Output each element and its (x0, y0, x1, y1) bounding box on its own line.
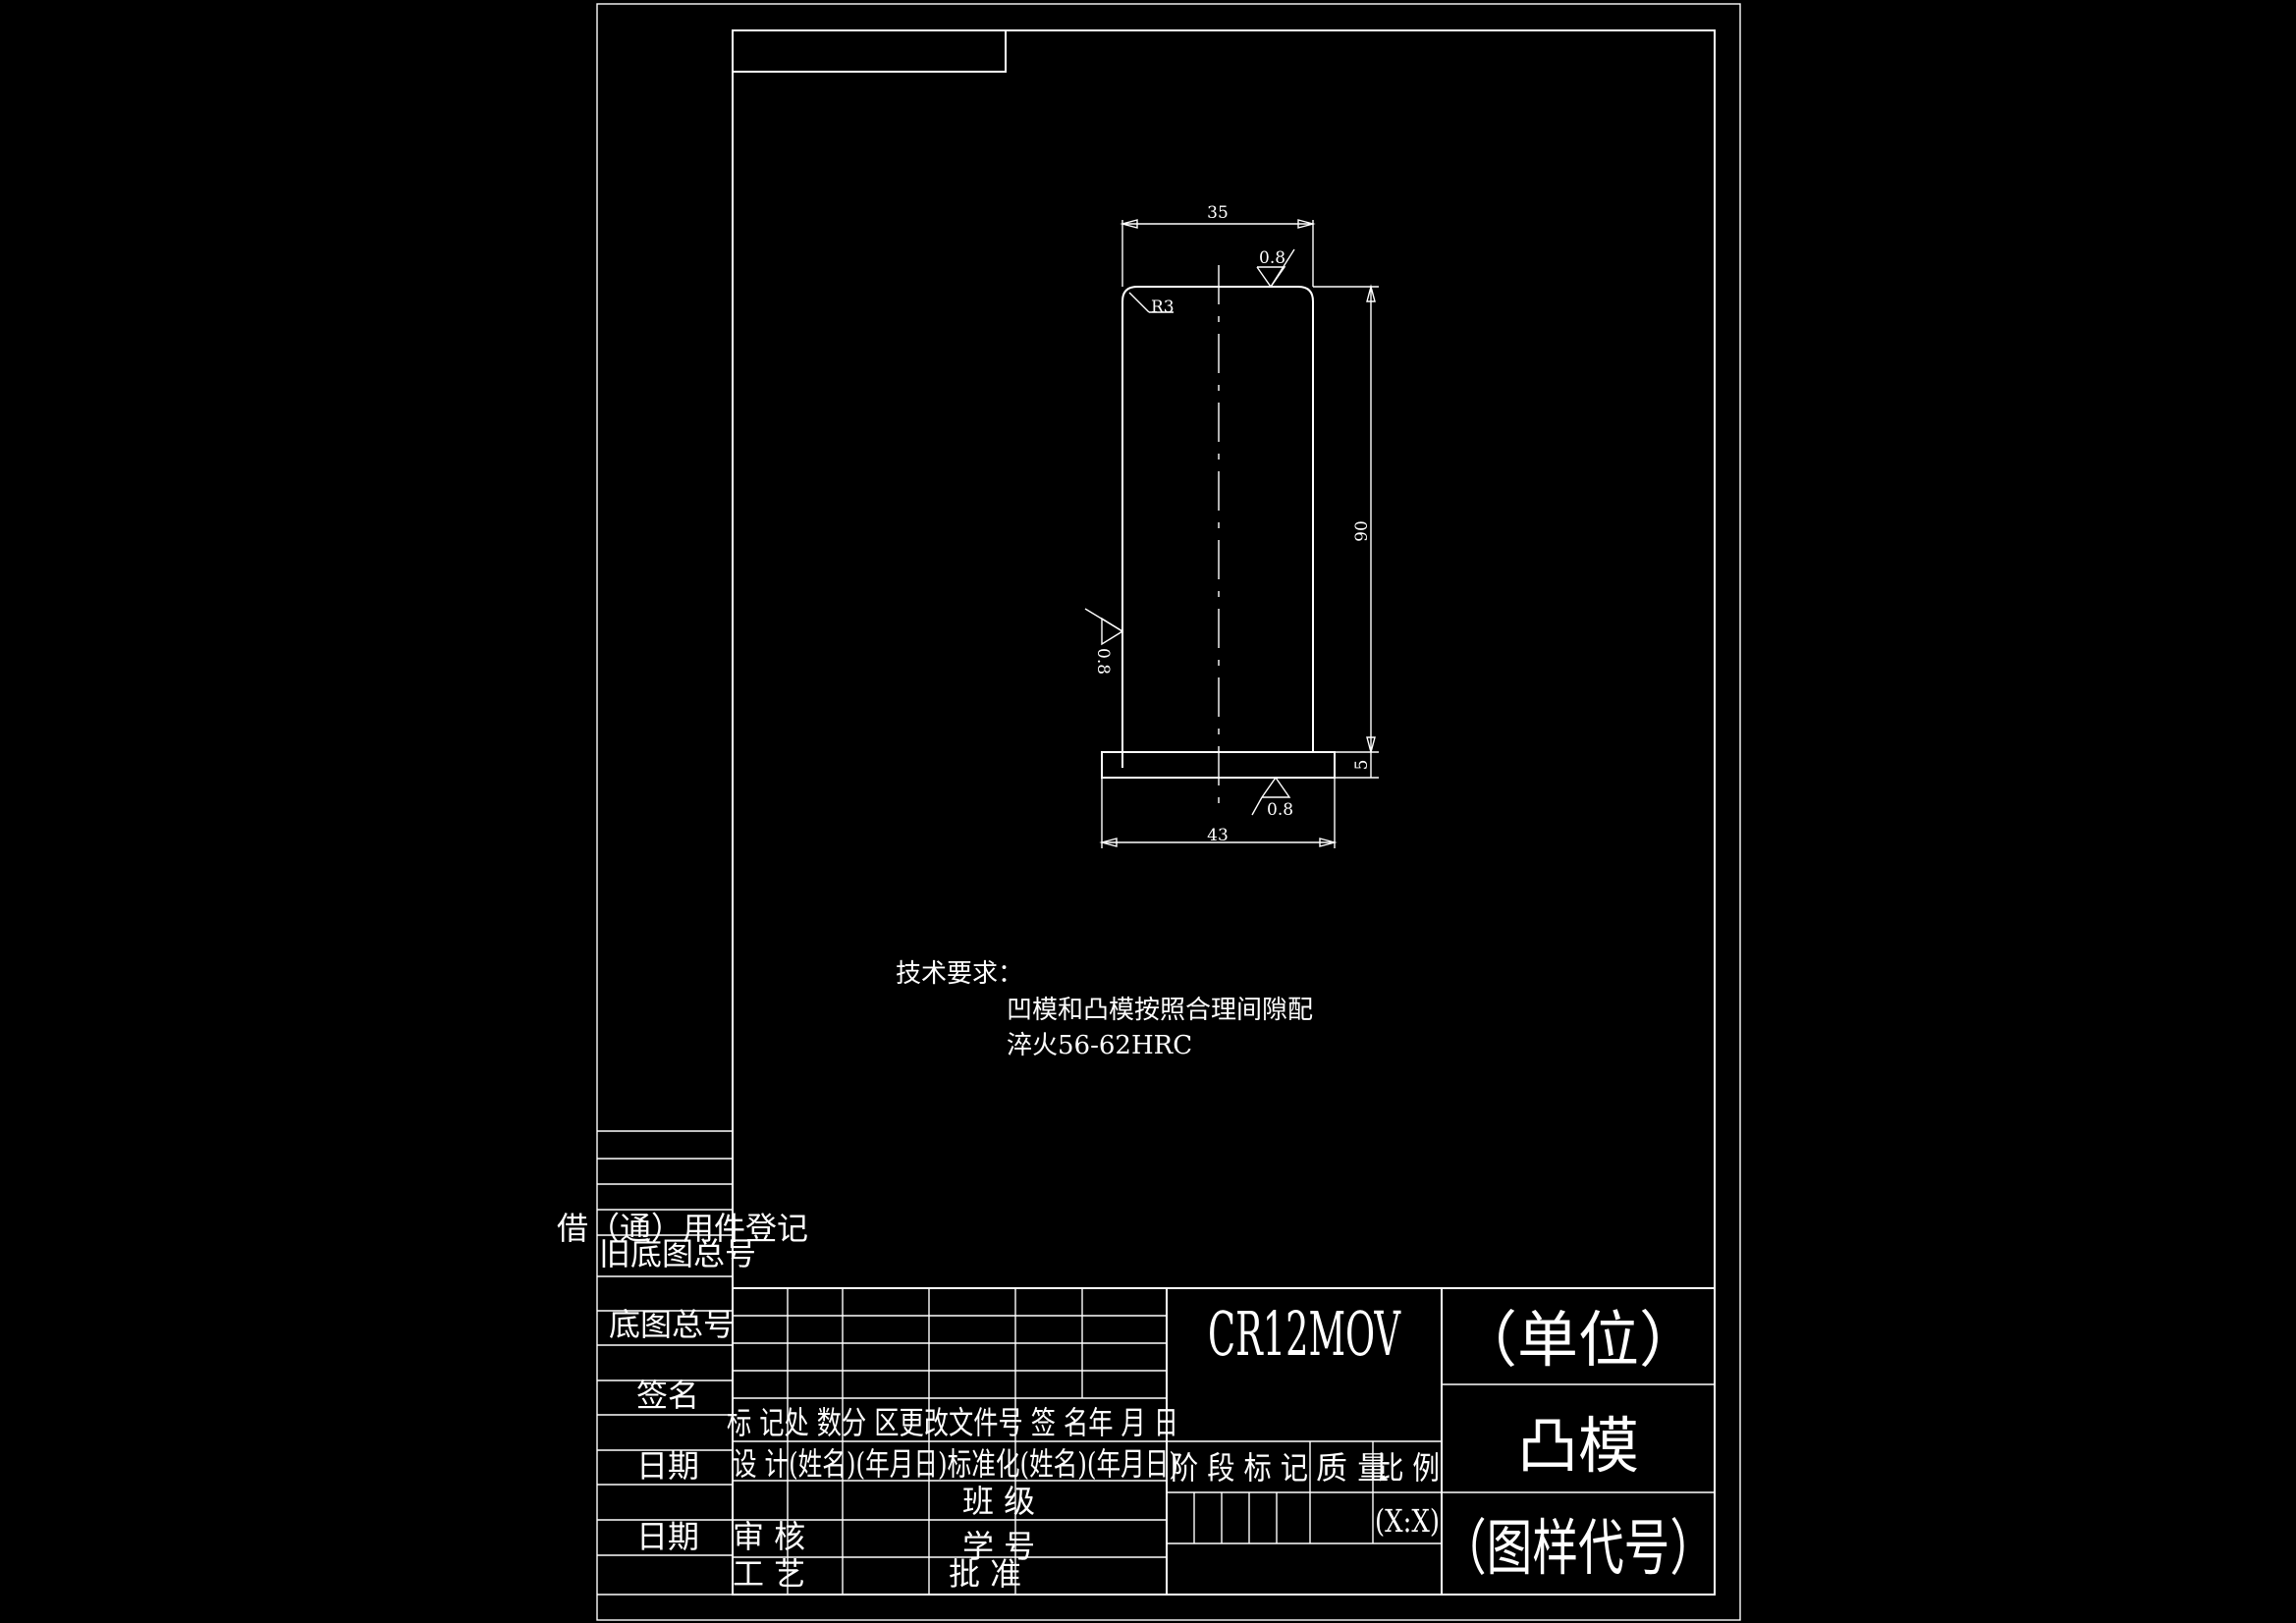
dim-height: 90 (1352, 520, 1372, 542)
scale-value: (X:X) (1375, 1502, 1440, 1540)
scale-label: 比 例 (1377, 1449, 1440, 1487)
corner-code-box (732, 29, 1007, 73)
roughness-symbol-top (1256, 248, 1295, 289)
side-date-1: 日期 (636, 1447, 699, 1485)
approve-label: 批 准 (949, 1555, 1021, 1593)
side-borrow-label: 借（通）用件登记 (557, 1210, 808, 1247)
tech-notes-heading: 技术要求： (896, 959, 1023, 989)
dim-base-height: 5 (1352, 760, 1372, 771)
roughness-bottom-value: 0.8 (1267, 800, 1293, 820)
review-label: 审 核 (733, 1518, 805, 1555)
revision-header-row: 标 记处 数分 区更改文件号 签 名年 月 日 (727, 1404, 1178, 1441)
roughness-top-value: 0.8 (1259, 248, 1285, 268)
side-date-2: 日期 (636, 1518, 699, 1555)
unit-label: （单位） (1456, 1304, 1700, 1376)
side-sign: 签名 (636, 1377, 699, 1414)
weight-label: 质 量 (1316, 1449, 1389, 1487)
student-no-label: 学 号 (962, 1528, 1035, 1565)
dim-top-width: 35 (1207, 203, 1229, 223)
tech-note-line-2: 淬火56-62HRC (1007, 1031, 1192, 1060)
dim-fillet: R3 (1151, 298, 1175, 317)
roughness-side-value: 0.8 (1093, 648, 1113, 675)
stage-label: 阶 段 标 记 (1171, 1449, 1308, 1487)
side-old-base-no: 旧底图总号 (599, 1235, 756, 1272)
roughness-symbol-side (1084, 608, 1124, 646)
class-label: 班 级 (962, 1483, 1035, 1520)
tech-note-line-1: 凹模和凸模按照合理间隙配 (1007, 996, 1313, 1025)
drawing-code-label: （图样代号） (1441, 1512, 1716, 1584)
part-name-label: 凸模 (1517, 1410, 1639, 1482)
process-label: 工 艺 (733, 1555, 805, 1593)
part-outline (1101, 265, 1336, 803)
material-label: CR12MOV (1208, 1298, 1401, 1370)
inner-frame (732, 29, 1716, 1596)
outer-border (596, 3, 1741, 1621)
side-base-no: 底图总号 (609, 1306, 735, 1343)
dimension-lines (1099, 219, 1379, 848)
roughness-symbol-bottom (1251, 776, 1291, 816)
title-block-grid (733, 1287, 1715, 1595)
design-row: 设 计(姓名)(年月日)标准化(姓名)(年月日) (733, 1445, 1178, 1483)
dim-base-width: 43 (1207, 826, 1229, 845)
side-registration-grid (597, 1130, 733, 1596)
